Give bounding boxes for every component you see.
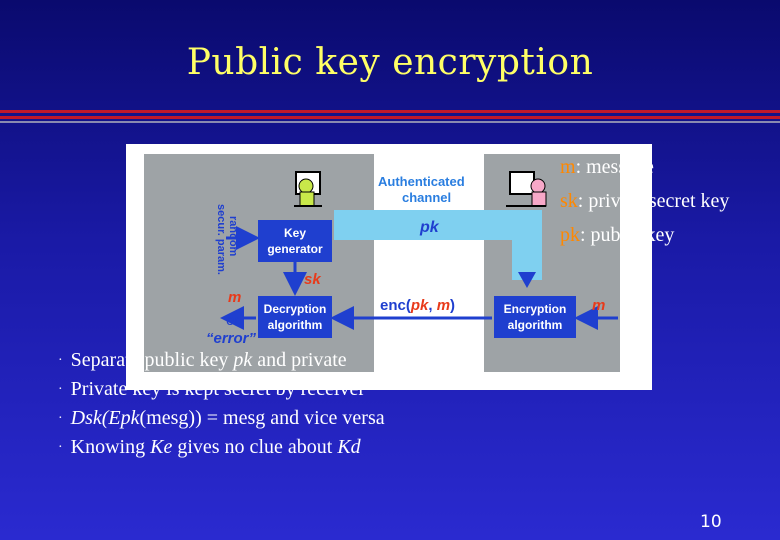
- error-label: “error”: [206, 330, 257, 347]
- encryption-label-2: algorithm: [508, 318, 563, 332]
- sender-person-icon: [506, 171, 547, 207]
- bullet-dot: ·: [58, 382, 63, 397]
- legend-item-m: m: message: [560, 156, 654, 178]
- public-channel: [334, 210, 524, 240]
- channel-caption-1: Authenticated: [378, 174, 465, 189]
- m-output-label: m: [228, 289, 241, 306]
- encryption-box: [494, 296, 576, 338]
- random-label-2: secur. param.: [215, 204, 227, 275]
- decryption-box: [258, 296, 332, 338]
- channel-caption-2: channel: [402, 190, 451, 205]
- bullet-item-1: · Separate public key pk and private: [58, 346, 385, 375]
- page-number: 10: [700, 512, 722, 532]
- encryption-diagram: pk Authenticated channel random secur. p…: [126, 144, 652, 390]
- legend-item-pk: pk: public key: [560, 224, 675, 246]
- random-label-1: random: [227, 216, 239, 257]
- bullet-item-4: · Knowing Ke gives no clue about Kd: [58, 433, 385, 462]
- receiver-panel: [144, 154, 374, 372]
- bullet-dot: ·: [58, 353, 63, 368]
- legend-item-sk: sk: private secret key: [560, 190, 730, 212]
- or-label: or: [226, 312, 239, 329]
- pk-channel-label: pk: [419, 219, 440, 236]
- key-generator-label-1: Key: [284, 226, 306, 240]
- bullet-list: · Separate public key pk and private · P…: [58, 346, 385, 462]
- bullet-item-3: · Dsk(Epk(mesg)) = mesg and vice versa: [58, 404, 385, 433]
- title-rule-bottom: [0, 121, 780, 123]
- key-generator-box: [258, 220, 332, 262]
- m-input-label: m: [592, 297, 605, 314]
- title-rule-middle: [0, 116, 780, 119]
- bullet-item-2: · Private key is kept secret by receiver: [58, 375, 385, 404]
- slide-title: Public key encryption: [186, 42, 594, 83]
- public-channel-down: [512, 210, 542, 280]
- decryption-label-2: algorithm: [268, 318, 323, 332]
- bullet-dot: ·: [58, 440, 63, 455]
- key-generator-label-2: generator: [267, 242, 323, 256]
- decryption-label-1: Decryption: [264, 302, 327, 316]
- receiver-person-icon: [294, 171, 322, 207]
- ciphertext-label: enc(pk, m): [380, 297, 455, 314]
- encryption-label-1: Encryption: [504, 302, 567, 316]
- key-legend: m: message sk: private secret key pk: pu…: [560, 150, 729, 252]
- title-rule-top: [0, 110, 780, 113]
- bullet-dot: ·: [58, 411, 63, 426]
- sk-label: sk: [304, 271, 321, 288]
